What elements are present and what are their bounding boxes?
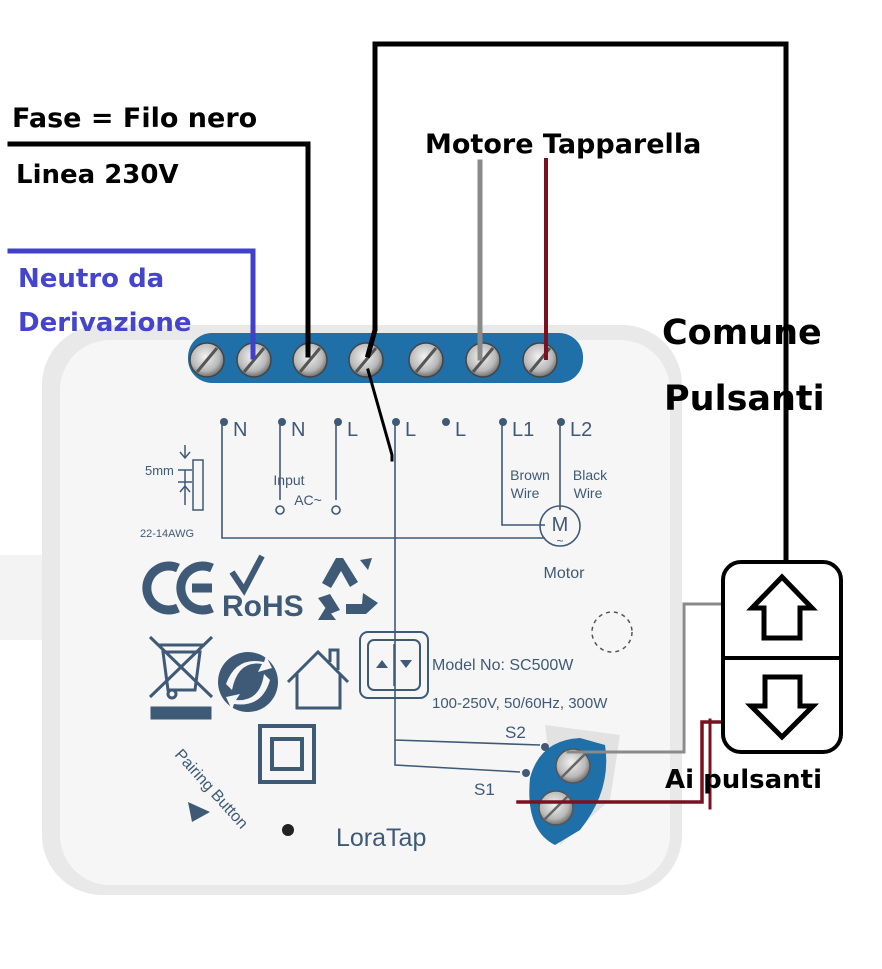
down-button-wire [516, 720, 726, 804]
common-wire [364, 41, 789, 568]
terminal-label: N [291, 419, 305, 441]
terminal-dot [499, 418, 507, 426]
neutral-wire [7, 248, 256, 360]
link-wire [366, 368, 394, 462]
motor-symbol-tilde: ~ [556, 534, 563, 548]
up-button-wire [566, 602, 722, 754]
terminal-screw-slot [242, 347, 266, 373]
black-wire-label-2: Wire [574, 485, 603, 501]
motor-symbol-label: M [552, 514, 569, 536]
strip-length-label: 5mm [145, 463, 174, 478]
common-label-2: Pulsanti [664, 379, 825, 419]
input-ac-label: AC~ [294, 492, 322, 508]
circuit-print [221, 425, 581, 773]
ce-mark-icon [142, 561, 214, 615]
terminal-label: L [405, 419, 416, 441]
pairing-button[interactable] [282, 824, 294, 836]
rohs-check-icon [229, 554, 265, 596]
terminal-labels: N N L L L L1 L2 [220, 418, 592, 441]
green-dot-icon [218, 652, 278, 712]
s1-label: S1 [474, 780, 495, 799]
down-button[interactable] [744, 674, 820, 741]
recycle-icon [318, 558, 378, 620]
input-label: Input [273, 472, 304, 488]
phase-wire [7, 141, 311, 358]
motor-annotation: Motore Tapparella [425, 129, 701, 160]
double-insulation-icon [258, 724, 316, 784]
terminal-label: N [233, 419, 247, 441]
pairing-arrow-icon [188, 802, 210, 822]
brand-label: LoraTap [336, 824, 426, 852]
awg-label: 22-14AWG [140, 528, 194, 540]
neutral-label-1: Neutro da [18, 264, 164, 294]
s1-dot [522, 769, 530, 777]
terminal-label: L [347, 419, 358, 441]
motor-symbol-circle [539, 505, 581, 547]
common-label-1: Comune [662, 313, 822, 353]
terminal-dot [557, 418, 565, 426]
switch-terminal-block [529, 738, 607, 845]
motor-label: Motor [544, 565, 586, 582]
rohs-label: RoHS [222, 590, 304, 623]
wires [7, 41, 789, 810]
rocker-switch-icon [359, 631, 429, 699]
rating-label: 100-250V, 50/60Hz, 300W [432, 695, 608, 712]
model-label: Model No: SC500W [432, 657, 574, 674]
strip-gauge-icon [178, 445, 204, 511]
brown-wire-label-2: Wire [511, 485, 540, 501]
arrow-up-icon [746, 573, 818, 641]
terminal-dot [334, 418, 342, 426]
terminal-dot [220, 418, 228, 426]
wheelie-bin-icon [148, 635, 214, 720]
terminal-screw-slot [195, 347, 219, 373]
terminal-screw-slot [354, 347, 378, 373]
terminal-screw-slot [471, 347, 495, 373]
arrow-down-icon [744, 674, 820, 741]
terminal-label: L [455, 419, 466, 441]
phase-label: Fase = Filo nero [12, 103, 257, 134]
black-wire-label-1: Black [573, 467, 608, 483]
neutral-label-2: Derivazione [18, 308, 192, 338]
s2-dot [541, 743, 549, 751]
terminal-block [188, 333, 583, 383]
house-icon [286, 648, 350, 710]
terminal-dot [392, 418, 400, 426]
terminal-dot [442, 418, 450, 426]
ce-mark-text: CE [150, 570, 214, 622]
up-button[interactable] [746, 573, 818, 641]
terminal-screw-slot [298, 347, 322, 373]
dashed-marker [591, 611, 633, 653]
brown-wire-label-1: Brown [510, 467, 550, 483]
terminal-label: L1 [512, 419, 534, 441]
terminal-screw-slot [414, 347, 438, 373]
s2-label: S2 [505, 723, 526, 742]
terminal-dot [278, 418, 286, 426]
terminal-label: L2 [570, 419, 592, 441]
push-button-panel [721, 560, 843, 754]
line-voltage-label: Linea 230V [16, 160, 179, 190]
buttons-label: Ai pulsanti [665, 765, 822, 795]
